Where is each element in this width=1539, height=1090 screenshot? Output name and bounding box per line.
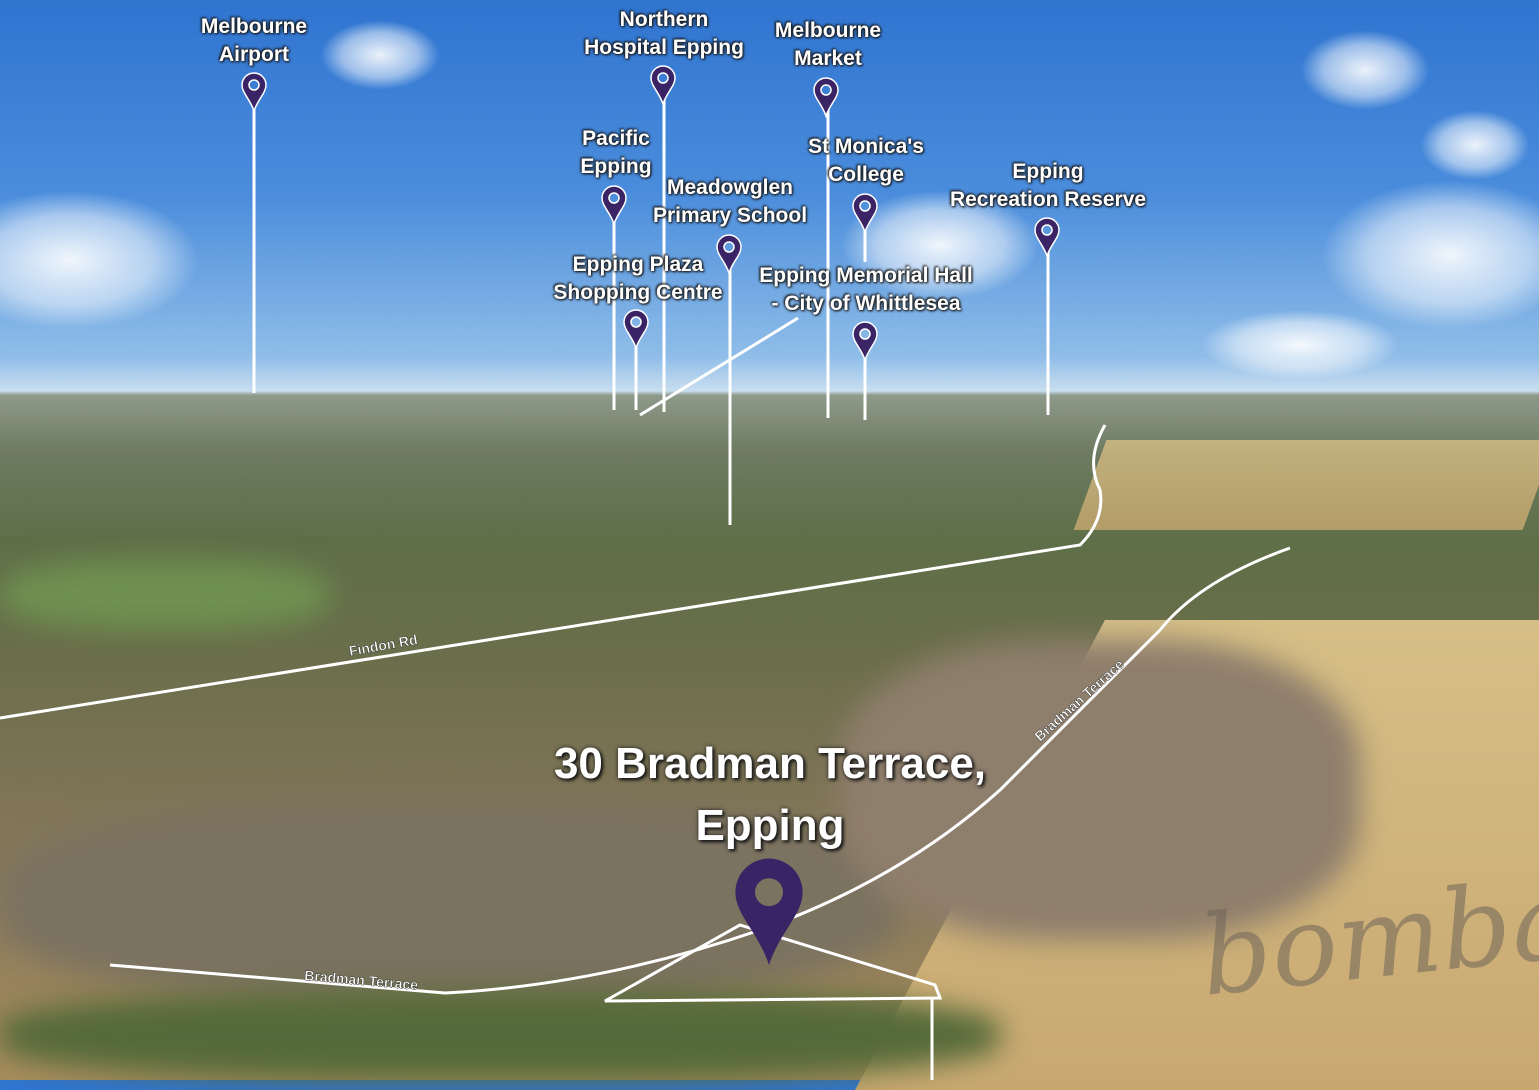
map-pin-icon (623, 309, 649, 351)
road-label-findon-rd: Findon Rd (348, 631, 419, 659)
cloud (1420, 110, 1530, 180)
map-pin-icon (852, 321, 878, 363)
cloud (1320, 180, 1539, 330)
map-pin-icon (852, 193, 878, 235)
cloud (0, 190, 200, 330)
bradman-terrace-line (109, 546, 1291, 995)
leader-line (639, 316, 799, 417)
cloud (1300, 30, 1430, 110)
map-pin-icon (813, 77, 839, 119)
trees (0, 990, 1000, 1080)
road-label-bradman-terrace: Bradman Terrace (1031, 656, 1127, 744)
map-pin-icon (241, 72, 267, 114)
sports-oval (0, 560, 330, 630)
landmark-label: Epping Memorial Hall- City of Whittlesea (759, 264, 973, 315)
map-pin-icon (716, 234, 742, 276)
map-pin-icon (1034, 217, 1060, 259)
map-pin-icon (735, 858, 803, 965)
map-pin-icon (601, 185, 627, 227)
findon-rd-line (0, 424, 1107, 720)
map-pin-icon (650, 65, 676, 107)
property-address-title: 30 Bradman Terrace,Epping (553, 739, 987, 850)
cloud (1200, 310, 1400, 380)
cloud (320, 20, 440, 90)
road-label-bradman-terrace: Bradman Terrace (304, 967, 419, 993)
property-boundary (604, 923, 943, 1003)
